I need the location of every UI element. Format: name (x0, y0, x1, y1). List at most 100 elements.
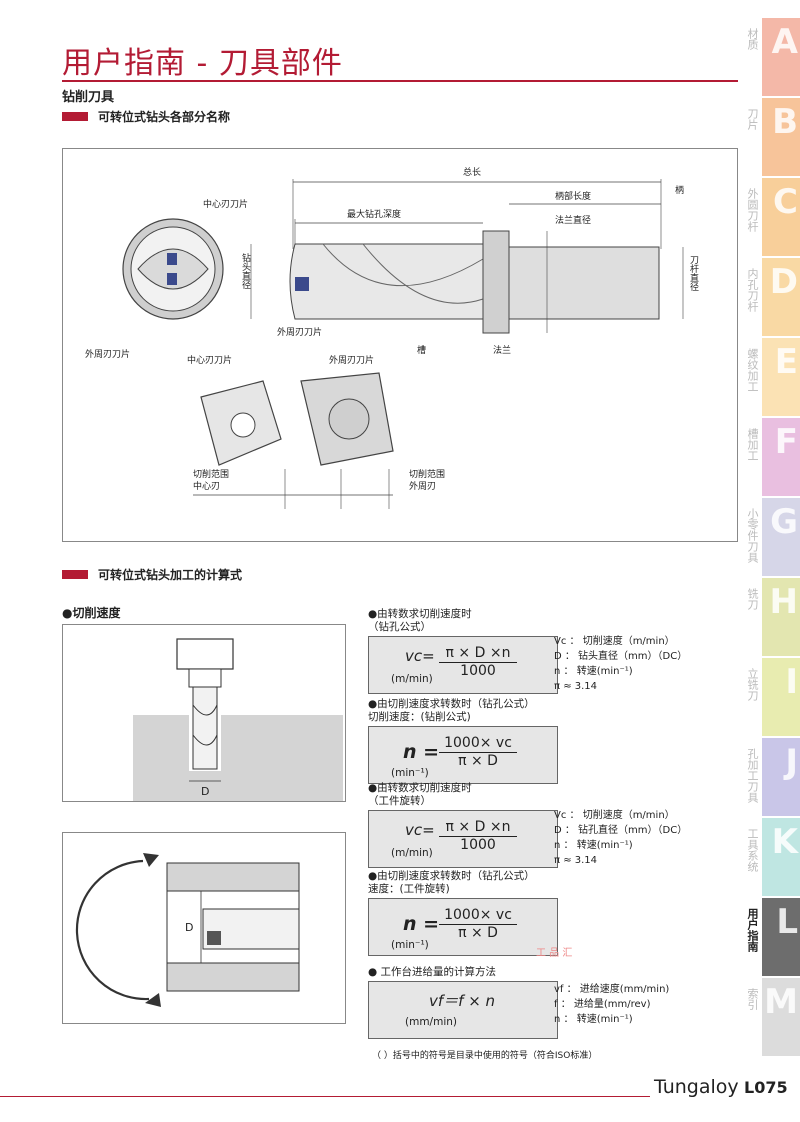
sub-heading-formulas-text: 可转位式钻头加工的计算式 (98, 568, 243, 582)
label-shank-length: 柄部长度 (555, 192, 592, 202)
legend-1-line: D ： 钻头直径（mm）（DC） (554, 651, 688, 662)
label-cut-range-center-1: 切削范围 (193, 470, 230, 480)
iso-note: （ ）括号中的符号是目录中使用的符号（符合ISO标准） (372, 1051, 598, 1061)
sub-heading-parts: 可转位式钻头各部分名称 (62, 108, 230, 125)
formula-4-head2: 速度：(工件旋转) (368, 883, 450, 895)
tab-letter: E (774, 342, 798, 382)
tab-name: 刀片 (746, 108, 759, 130)
legend-1-line: π ≈ 3.14 (554, 681, 598, 692)
label-d-drilling: D (201, 785, 210, 798)
tab-name: 索引 (746, 988, 759, 1010)
label-cut-range-center-2: 中心刃 (193, 482, 221, 492)
cutting-speed-heading: ●切削速度 (62, 606, 121, 620)
formula-block-4: ●由切削速度求转数时（钻孔公式） 速度：(工件旋转) n = (min⁻¹) 1… (368, 870, 558, 956)
section-heading: 钻削刀具 (62, 90, 115, 105)
label-center-insert-2: 中心刃刀片 (187, 356, 233, 366)
formula-3-denominator: 1000 (460, 837, 496, 853)
formula-4-fraction: 1000× vc π × D (439, 907, 517, 941)
drilling-illustration (133, 638, 343, 801)
label-peripheral-insert-left: 外周刃刀片 (85, 350, 131, 360)
tab-name: 用户指南 (746, 908, 759, 952)
formula-2-numerator: 1000× vc (439, 735, 517, 753)
tab-e[interactable]: 螺纹加工 E (746, 338, 800, 416)
legend-3-line: vf ： 进给速度(mm/min) (554, 984, 670, 995)
label-total-length: 总长 (463, 168, 482, 178)
label-cut-range-outer-1: 切削范围 (409, 470, 446, 480)
label-center-insert: 中心刃刀片 (203, 200, 249, 210)
formula-3-fraction: π × D ×n 1000 (439, 819, 517, 853)
legend-2-line: D ： 钻孔直径（mm）（DC） (554, 825, 688, 836)
legend-3-line: n ： 转速(min⁻¹) (554, 1014, 633, 1025)
formula-4-numerator: 1000× vc (439, 907, 517, 925)
parts-figure: 总长 柄部长度 柄 最大钻孔深度 法兰直径 中心刃刀片 钻头直径 刀杆直径 外周… (62, 148, 738, 542)
tab-name: 螺纹加工 (746, 348, 759, 392)
turning-diagram: D (62, 832, 346, 1024)
tab-letter: H (769, 582, 798, 622)
formula-2-head2: 切削速度：(钻削公式) (368, 711, 471, 723)
heading-bar (62, 112, 88, 121)
formula-4-unit: (min⁻¹) (391, 939, 429, 951)
formula-3-head1: ●由转数求切削速度时 (368, 782, 472, 794)
tab-letter: I (785, 662, 798, 702)
formula-block-2: ●由切削速度求转数时（钻孔公式） 切削速度：(钻削公式) n = (min⁻¹)… (368, 698, 558, 784)
tab-name: 外圆刀杆 (746, 188, 759, 232)
formula-4-head1: ●由切削速度求转数时（钻孔公式） (368, 870, 535, 882)
tab-name: 立铣刀 (746, 668, 759, 701)
tab-letter: C (773, 182, 798, 222)
tab-letter: D (769, 262, 798, 302)
label-cut-range-outer-2: 外周刃 (409, 482, 437, 492)
legend-1-line: n ： 转速(min⁻¹) (554, 666, 633, 677)
label-drill-dia: 钻头直径 (240, 253, 250, 289)
formula-block-1: ●由转数求切削速度时 （钻孔公式） vc= (m/min) π × D ×n 1… (368, 608, 558, 694)
legend-3-line: f ： 进给量(mm/rev) (554, 999, 651, 1010)
tab-name: 小零件刀具 (746, 508, 759, 563)
heading-bar (62, 570, 88, 579)
formula-5-box: vf＝f × n (mm/min) (368, 981, 558, 1039)
sub-heading-parts-text: 可转位式钻头各部分名称 (98, 110, 231, 124)
label-flange: 法兰 (493, 346, 512, 356)
drilling-diagram: D (62, 624, 346, 802)
formula-3-unit: (m/min) (391, 847, 433, 859)
tab-name: 工具系统 (746, 828, 759, 872)
formula-1-box: vc= (m/min) π × D ×n 1000 (368, 636, 558, 694)
tab-name: 孔加工刀具 (746, 748, 759, 803)
label-max-depth: 最大钻孔深度 (347, 210, 402, 220)
tab-i[interactable]: 立铣刀 I (746, 658, 800, 736)
formula-5-head1: ● 工作台进给量的计算方法 (368, 966, 496, 978)
formula-block-5: ● 工作台进给量的计算方法 vf＝f × n (mm/min) (368, 966, 558, 1039)
tab-d[interactable]: 内孔刀杆 D (746, 258, 800, 336)
formula-2-head1: ●由切削速度求转数时（钻孔公式） (368, 698, 535, 710)
tab-letter: F (774, 422, 798, 462)
formula-2-box: n = (min⁻¹) 1000× vc π × D (368, 726, 558, 784)
formula-1-denominator: 1000 (460, 663, 496, 679)
label-d-turning: D (185, 921, 194, 934)
legend-2-line: Vc ： 切削速度（m/min） (554, 810, 675, 821)
brand-name: Tungaloy (654, 1076, 739, 1098)
formula-2-unit: (min⁻¹) (391, 767, 429, 779)
formula-3-numerator: π × D ×n (439, 819, 517, 837)
tab-name: 内孔刀杆 (746, 268, 759, 312)
formula-1-lhs: vc= (405, 647, 435, 665)
formula-2-lhs: n = (403, 741, 440, 763)
formula-2-denominator: π × D (458, 753, 498, 769)
label-flange-dia: 法兰直径 (555, 216, 592, 226)
tab-letter: A (771, 22, 798, 62)
label-flute: 槽 (417, 346, 427, 356)
label-shank-dia: 刀杆直径 (688, 255, 698, 291)
formula-4-lhs: n = (403, 913, 440, 935)
footer-rule (0, 1096, 650, 1097)
formula-1-head2: （钻孔公式） (368, 621, 431, 633)
label-peripheral-insert: 外周刃刀片 (277, 328, 323, 338)
tab-c[interactable]: 外圆刀杆 C (746, 178, 800, 256)
watermark: 工 品 汇 (536, 948, 573, 959)
